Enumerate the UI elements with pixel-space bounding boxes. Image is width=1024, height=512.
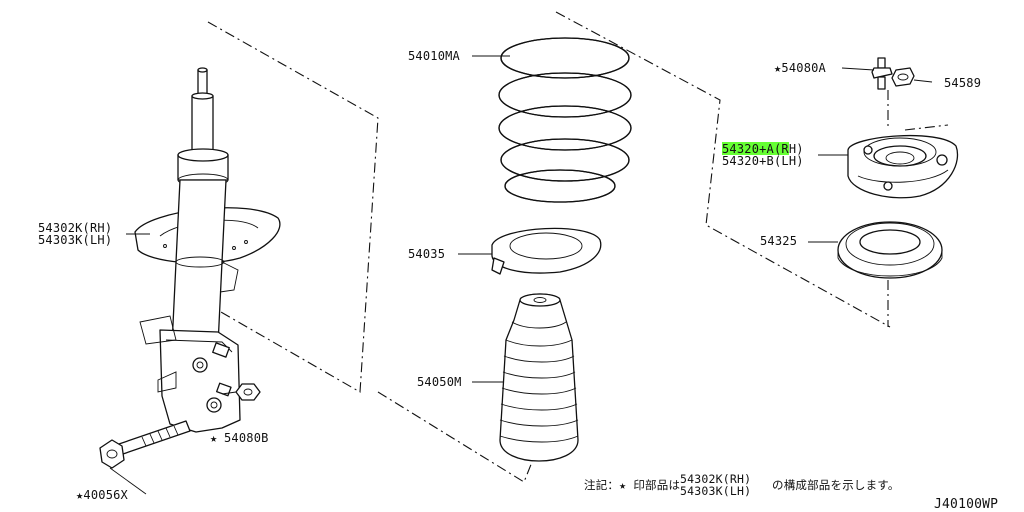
label-strut[interactable]: 54302K(RH) 54303K(LH) — [38, 221, 112, 247]
mount-bearing-part[interactable] — [837, 221, 943, 279]
note-line1: 54302K(RH) — [680, 472, 751, 486]
strut-assembly[interactable] — [134, 67, 281, 433]
label-54320b-lh[interactable]: 54320+B(LH) — [722, 154, 804, 168]
note-suffix: の構成部品を示します。 — [772, 478, 900, 492]
nut-54080b-part[interactable] — [221, 383, 261, 401]
coil-spring-part[interactable] — [498, 37, 632, 203]
label-54035[interactable]: 54035 — [408, 247, 445, 261]
bound-bumper-part[interactable] — [499, 293, 579, 462]
nut-54589-part[interactable] — [891, 67, 915, 87]
label-54589[interactable]: 54589 — [944, 76, 981, 90]
star-icon: ★ — [210, 431, 217, 445]
label-54080b[interactable]: 54080B — [224, 431, 269, 445]
label-54080b-group[interactable]: ★ 54080B — [210, 431, 269, 445]
label-54010ma[interactable]: 54010MA — [408, 49, 461, 63]
label-54325[interactable]: 54325 — [760, 234, 797, 248]
note-prefix: 注記：★ 印部品は — [584, 478, 680, 492]
label-54320a-rh[interactable]: 54320+A(RH) — [722, 142, 804, 156]
label-54302k-rh[interactable]: 54302K(RH) — [38, 221, 112, 235]
footnote: 注記：★ 印部品は 54302K(RH) 54303K(LH) の構成部品を示し… — [584, 472, 900, 498]
label-54080a[interactable]: ★54080A — [774, 61, 827, 75]
strut-mount-part[interactable] — [847, 134, 958, 199]
bellows-ribs — [499, 321, 579, 443]
label-40056x[interactable]: ★40056X — [76, 488, 129, 502]
bolt-40056x-part[interactable] — [99, 420, 191, 469]
spring-seat-part[interactable] — [491, 227, 602, 275]
bolt-54080a-part[interactable] — [871, 57, 893, 90]
label-54303k-lh[interactable]: 54303K(LH) — [38, 233, 112, 247]
diagram-code: J40100WP — [934, 497, 998, 512]
leader-lines — [109, 55, 933, 495]
note-line2: 54303K(LH) — [680, 484, 751, 498]
highlight-box — [722, 142, 789, 155]
label-54050m[interactable]: 54050M — [417, 375, 462, 389]
bolt-threads — [141, 425, 179, 447]
